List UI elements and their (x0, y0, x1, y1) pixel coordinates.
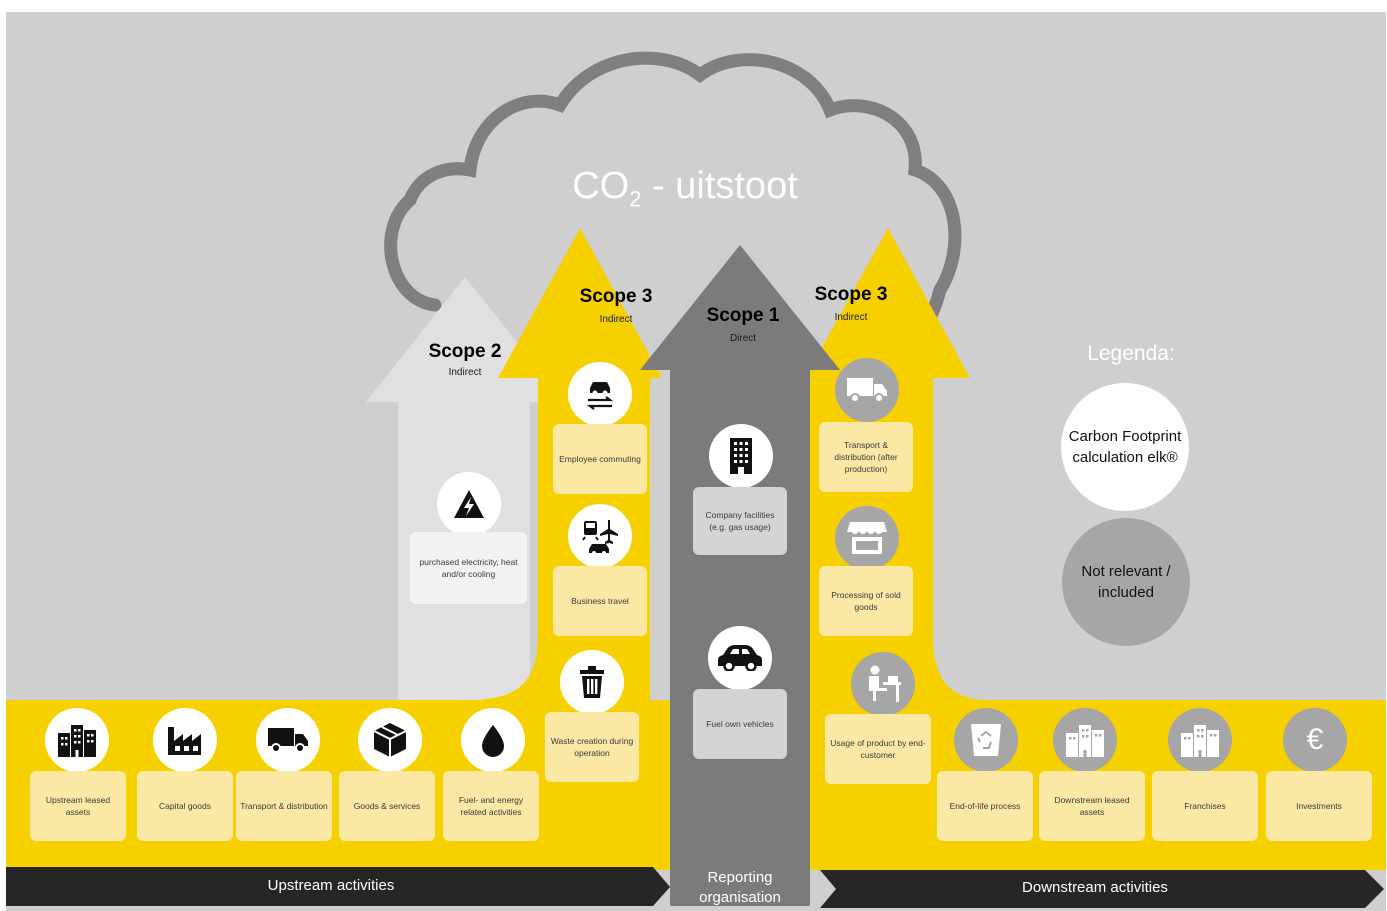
legend-title: Legenda: (1087, 342, 1175, 365)
scope1-card-2 (693, 689, 787, 759)
scope3-right-title: Scope 3 (814, 284, 888, 305)
scope2-item-label: purchased electricity, heat and/or cooli… (419, 557, 518, 579)
fuel-own-vehicles-label: Fuel own vehicles (706, 719, 774, 729)
legend-not-relevant-label: Not relevant / included (1081, 563, 1171, 601)
scope2-subtitle: Indirect (448, 367, 482, 378)
reporting-line1: Reporting (707, 869, 773, 886)
upstream-card-4 (339, 771, 435, 841)
building-icon (709, 424, 773, 488)
cloud-title: CO2 - uitstoot (572, 165, 798, 212)
scope3-right-arrow (805, 228, 1386, 870)
transport-distribution-label: Transport & distribution (240, 801, 328, 811)
investments-label: Investments (1296, 801, 1342, 811)
scope3-right-card-3 (825, 714, 931, 784)
scope3-right-subtitle: Indirect (834, 312, 868, 323)
buildings-icon (1168, 708, 1232, 772)
drop-icon (461, 708, 525, 772)
legend-included-swatch (1061, 383, 1189, 511)
euro-icon: € (1283, 708, 1347, 772)
recycle-bin-icon (954, 708, 1018, 772)
reporting-line2: organisation (699, 889, 781, 906)
upstream-card-5 (443, 771, 539, 841)
reporting-organisation-label: Reporting organisation (670, 868, 810, 908)
buildings-icon (1053, 708, 1117, 772)
desk-user-icon (851, 652, 915, 716)
scope3-left-title: Scope 3 (579, 286, 653, 307)
scope1-title: Scope 1 (706, 305, 780, 326)
upstream-bar (6, 867, 670, 906)
commute-icon (568, 362, 632, 426)
scope2-title: Scope 2 (428, 341, 502, 362)
legend-included-label: Carbon Footprint calculation elk® (1068, 428, 1182, 466)
scope1-subtitle: Direct (729, 333, 757, 344)
upstream-activities-label: Upstream activities (267, 877, 395, 894)
processing-sold-goods-label: Processing of sold goods (831, 590, 901, 612)
employee-commuting-label: Employee commuting (559, 454, 641, 464)
travel-icon (568, 504, 632, 568)
upstream-leased-assets-label: Upstream leased assets (45, 795, 111, 817)
usage-of-product-label: Usage of product by end-customer (830, 738, 926, 760)
legend-not-relevant-swatch (1062, 518, 1190, 646)
scope3-left-subtitle: Indirect (599, 314, 633, 325)
upstream-card-2 (137, 771, 233, 841)
upstream-card-3 (236, 771, 332, 841)
waste-creation-label: Waste creation during operation (550, 736, 634, 758)
business-travel-label: Business travel (571, 596, 629, 606)
fuel-energy-label: Fuel- and energy related activities (458, 795, 524, 817)
goods-services-label: Goods & services (353, 801, 421, 811)
truck-icon (256, 708, 320, 772)
downstream-card-3 (1152, 771, 1258, 841)
downstream-leased-assets-label: Downstream leased assets (1054, 795, 1130, 817)
car-icon (708, 626, 772, 690)
franchises-label: Franchises (1184, 801, 1226, 811)
downstream-card-4 (1266, 771, 1372, 841)
buildings-icon (45, 708, 109, 772)
scope2-item-card (410, 532, 527, 604)
transport-after-production-label: Transport & distribution (after producti… (834, 440, 898, 474)
lightning-icon (437, 472, 501, 536)
downstream-activities-label: Downstream activities (1022, 879, 1168, 896)
end-of-life-label: End-of-life process (949, 801, 1021, 811)
downstream-bar (820, 870, 1384, 908)
downstream-card-1 (937, 771, 1033, 841)
co2-cloud (384, 51, 962, 347)
scope3-right-card-1 (819, 422, 913, 492)
scope3-left-card-3 (545, 712, 639, 782)
downstream-card-2 (1039, 771, 1145, 841)
capital-goods-label: Capital goods (159, 801, 211, 811)
company-facilities-label: Company facilities (e.g. gas usage) (705, 510, 775, 532)
scope3-left-card-2 (553, 566, 647, 636)
store-icon (835, 506, 899, 570)
scope1-arrow (640, 245, 840, 870)
scope3-right-card-2 (819, 566, 913, 636)
factory-icon (153, 708, 217, 772)
box-icon (358, 708, 422, 772)
scope3-left-card-1 (553, 424, 647, 494)
upstream-card-1 (30, 771, 126, 841)
trash-icon (560, 650, 624, 714)
reporting-bar (670, 867, 810, 906)
truck-icon (835, 358, 899, 422)
scope1-card-1 (693, 487, 787, 555)
